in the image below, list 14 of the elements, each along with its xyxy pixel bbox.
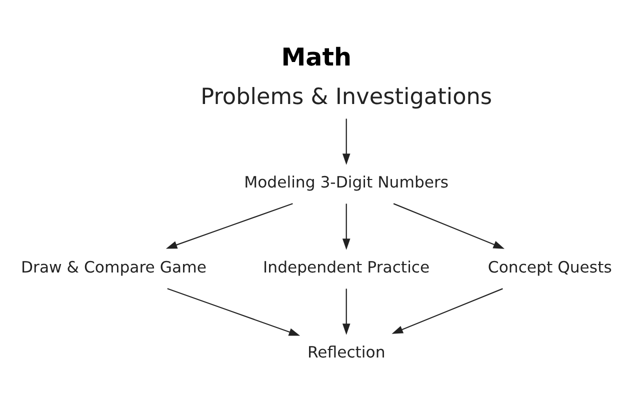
node-text: Modeling 3-Digit Numbers xyxy=(244,172,449,192)
diagram-title: Math xyxy=(281,42,352,72)
arrow xyxy=(393,203,505,249)
node-text: Concept Quests xyxy=(488,258,612,277)
node-text: Independent Practice xyxy=(263,258,430,277)
arrow xyxy=(342,204,350,250)
node-text: Problems & Investigations xyxy=(200,84,492,110)
arrow xyxy=(392,288,503,334)
node-text: Draw & Compare Game xyxy=(20,258,206,277)
arrow xyxy=(342,118,350,165)
arrow xyxy=(342,288,350,335)
node-text: Reflection xyxy=(307,342,386,362)
arrow xyxy=(166,203,293,249)
arrow xyxy=(167,288,300,336)
